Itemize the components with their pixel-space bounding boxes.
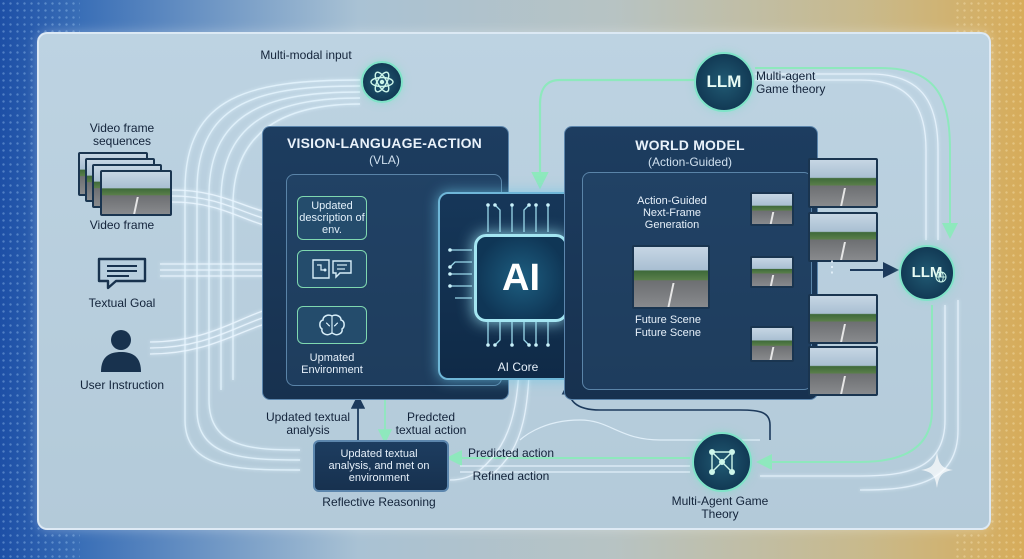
chat-bubble-icon (96, 256, 148, 290)
video-frame-label: Video frame (89, 218, 155, 232)
multimodal-input-label: Multi-modal input (260, 48, 352, 62)
llm-right-node: LLM (899, 245, 955, 301)
llm-top-node: LLM (694, 52, 754, 112)
upmated-environment-label: Upmated Environment (301, 352, 363, 376)
multi-agent-game-theory-top-label: Multi-agent Game theory (756, 69, 826, 96)
more-frames-ellipsis: ⋮ (824, 259, 840, 276)
brain-chip (297, 306, 367, 344)
future-scene-label-1: Future Scene (634, 314, 702, 326)
branch-frame-2 (750, 256, 794, 288)
future-frame-3 (808, 294, 878, 344)
circuit-chat-icon (312, 259, 352, 279)
user-instruction-label: User Instruction (79, 378, 165, 392)
vla-title: VISION-LANGUAGE-ACTION (287, 135, 482, 151)
multi-agent-game-theory-label: Multi-Agent Game Theory (671, 494, 769, 521)
future-frame-1 (808, 158, 878, 208)
future-frame-4 (808, 346, 878, 396)
world-model-subtitle: (Action-Guided) (647, 155, 733, 169)
future-frame-2 (808, 212, 878, 262)
user-icon (98, 327, 144, 373)
env-description-text: Updated description of env. (299, 200, 365, 236)
vla-subtitle: (VLA) (369, 153, 400, 167)
ai-chip-label: AI (474, 234, 568, 322)
reflective-reasoning-label: Reflective Reasoning (322, 495, 436, 509)
network-icon (709, 449, 735, 475)
video-frames-icon (78, 152, 178, 216)
textual-goal-label: Textual Goal (88, 296, 156, 310)
updated-textual-analysis-label: Updated textual analysis (265, 410, 351, 437)
globe-icon (935, 271, 947, 283)
predicted-textual-action-label: Predcted textual action (395, 410, 467, 437)
refined-action-label: Refined action (472, 469, 550, 483)
reasoning-chip (297, 250, 367, 288)
game-theory-node (692, 432, 752, 492)
future-scene-label-2: Future Scene (634, 327, 702, 339)
world-model-title: WORLD MODEL (635, 137, 745, 153)
llm-right-label: LLM (911, 264, 943, 281)
env-description-chip: Updated description of env. (297, 196, 367, 240)
reflective-reasoning-box (313, 440, 449, 492)
video-frame-sequences-label: Video frame sequences (89, 121, 155, 148)
reflective-box-text: Updated textual analysis, and met on env… (328, 448, 430, 484)
current-scene-frame (632, 245, 710, 309)
atom-icon (361, 61, 403, 103)
branch-frame-1 (750, 192, 794, 226)
next-frame-generation-label: Action-Guided Next-Frame Generation (637, 195, 707, 231)
branch-frame-3 (750, 326, 794, 362)
ai-core-caption: AI Core (497, 360, 539, 374)
brain-icon (319, 314, 345, 336)
predicted-action-label: Predicted action (467, 446, 555, 460)
